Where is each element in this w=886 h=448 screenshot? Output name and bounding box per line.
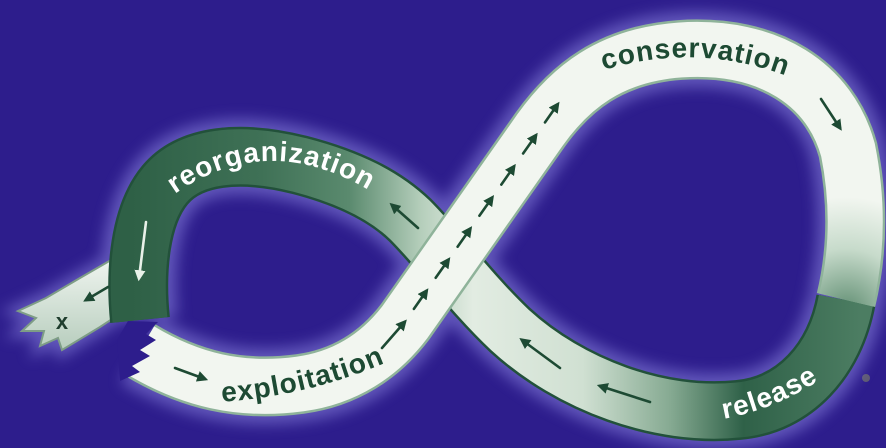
back-band xyxy=(110,129,874,439)
growth-flow-arrow xyxy=(434,257,451,280)
growth-flow-arrow xyxy=(412,288,429,311)
growth-flow-arrow xyxy=(543,101,560,124)
conservation-flow-arrow xyxy=(819,97,842,131)
x-fragment xyxy=(15,254,140,352)
ribbon-break xyxy=(117,321,158,381)
left-side-flow-arrow xyxy=(134,220,148,282)
reorganization-flow-arrow xyxy=(389,202,420,230)
x-exit-arrow xyxy=(83,285,110,302)
release-flow-arrow xyxy=(596,383,652,404)
speck xyxy=(862,374,870,382)
growth-flow-arrow xyxy=(521,132,538,155)
label-exit: x xyxy=(56,309,69,334)
growth-flow-arrow xyxy=(380,319,407,350)
exploitation-flow-arrow xyxy=(173,366,209,382)
growth-flow-arrow xyxy=(478,195,495,217)
growth-flow-arrow xyxy=(499,163,516,186)
growth-flow-arrow xyxy=(456,226,473,248)
release-flow-arrow xyxy=(519,338,562,370)
front-band xyxy=(125,21,883,414)
